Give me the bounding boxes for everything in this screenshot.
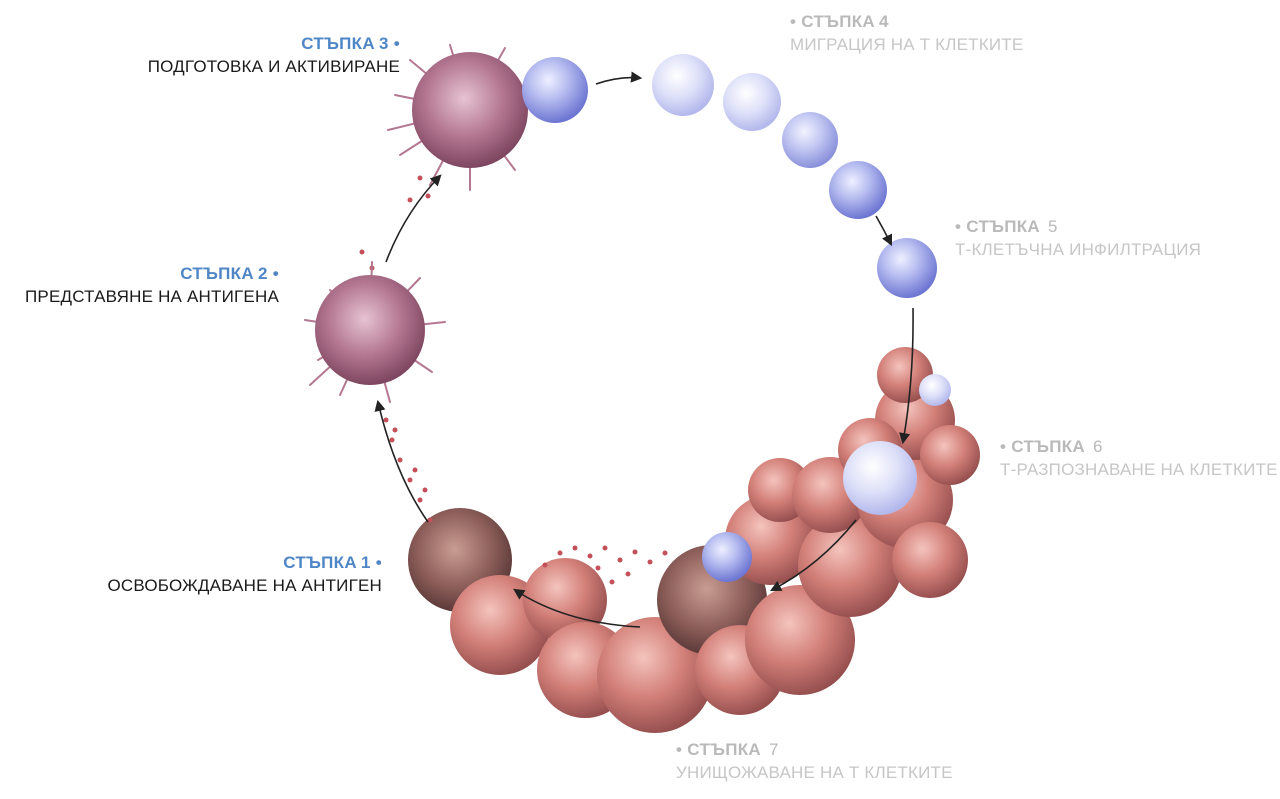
antigen-particles [359,175,668,585]
step-4-heading: СТЪПКА [801,12,875,31]
cycle-arrows [374,71,914,628]
bullet-icon: • [272,264,279,283]
bullet-icon: • [676,740,683,759]
bullet-icon: • [393,34,400,53]
step-7-label: • СТЪПКА 7 УНИЩОЖАВАНЕ НА Т КЛЕТКИТЕ [676,741,953,781]
t-cell-migrating [829,161,887,219]
tumor-cell [920,425,980,485]
step-6-heading: СТЪПКА [1011,437,1085,456]
t-cell-migrating [652,54,714,116]
step-7-heading: СТЪПКА [687,740,761,759]
arrow-step-1-to-2 [374,399,429,523]
t-cell-infiltrating [877,238,937,298]
step-5-label: • СТЪПКА 5 Т-КЛЕТЪЧНА ИНФИЛТРАЦИЯ [955,218,1201,258]
arrow-step-5-to-6 [899,307,914,445]
step-4-description: МИГРАЦИЯ НА Т КЛЕТКИТЕ [790,35,1024,54]
arrow-step-2-to-3 [385,174,442,263]
step-3-heading: СТЪПКА [301,34,375,53]
step-1-heading: СТЪПКА [283,553,357,572]
step-5-number: 5 [1048,217,1058,236]
step-1-number: 1 [360,553,371,572]
tumor-cell [798,513,902,617]
bullet-icon: • [1000,437,1007,456]
step-3-description: ПОДГОТОВКА И АКТИВИРАНЕ [147,57,400,76]
tumor-cell [877,347,933,403]
step-7-number: 7 [769,740,779,759]
t-cell-recognizing [843,441,917,515]
tumor-cell [892,522,968,598]
arrow-step-4-to-5 [875,215,893,247]
step-6-description: Т-РАЗПОЗНАВАНЕ НА КЛЕТКИТЕ [1000,460,1278,479]
bullet-icon: • [790,12,797,31]
bullet-icon: • [955,217,962,236]
step-7-description: УНИЩОЖАВАНЕ НА Т КЛЕТКИТЕ [676,763,953,782]
step-4-number: 4 [879,12,889,31]
dendritic-cell-step-2 [304,261,446,403]
dendritic-cell-step-3 [387,44,528,191]
step-6-number: 6 [1093,437,1103,456]
t-cell-migrating [723,73,781,131]
arrow-step-7-to-1 [513,588,641,628]
step-6-label: • СТЪПКА 6 Т-РАЗПОЗНАВАНЕ НА КЛЕТКИТЕ [1000,438,1278,478]
arrow-step-6-to-7 [770,519,857,592]
tumor-cell [523,558,607,642]
step-5-description: Т-КЛЕТЪЧНА ИНФИЛТРАЦИЯ [955,240,1202,259]
step-1-description: ОСВОБОЖДАВАНЕ НА АНТИГЕН [107,576,382,595]
t-cell-activated [522,57,588,123]
tumor-cluster [408,347,980,733]
infiltrating-t-cell [919,374,951,406]
step-5-heading: СТЪПКА [966,217,1040,236]
t-cell-migrating [782,112,838,168]
arrow-step-3-to-4 [595,71,643,85]
bullet-icon: • [375,553,382,572]
step-3-number: 3 [378,34,389,53]
step-2-heading: СТЪПКА [180,264,254,283]
step-2-number: 2 [257,264,268,283]
t-cell-killing [702,532,752,582]
step-2-description: ПРЕДСТАВЯНЕ НА АНТИГЕНА [25,287,279,306]
tumor-cell [745,585,855,695]
